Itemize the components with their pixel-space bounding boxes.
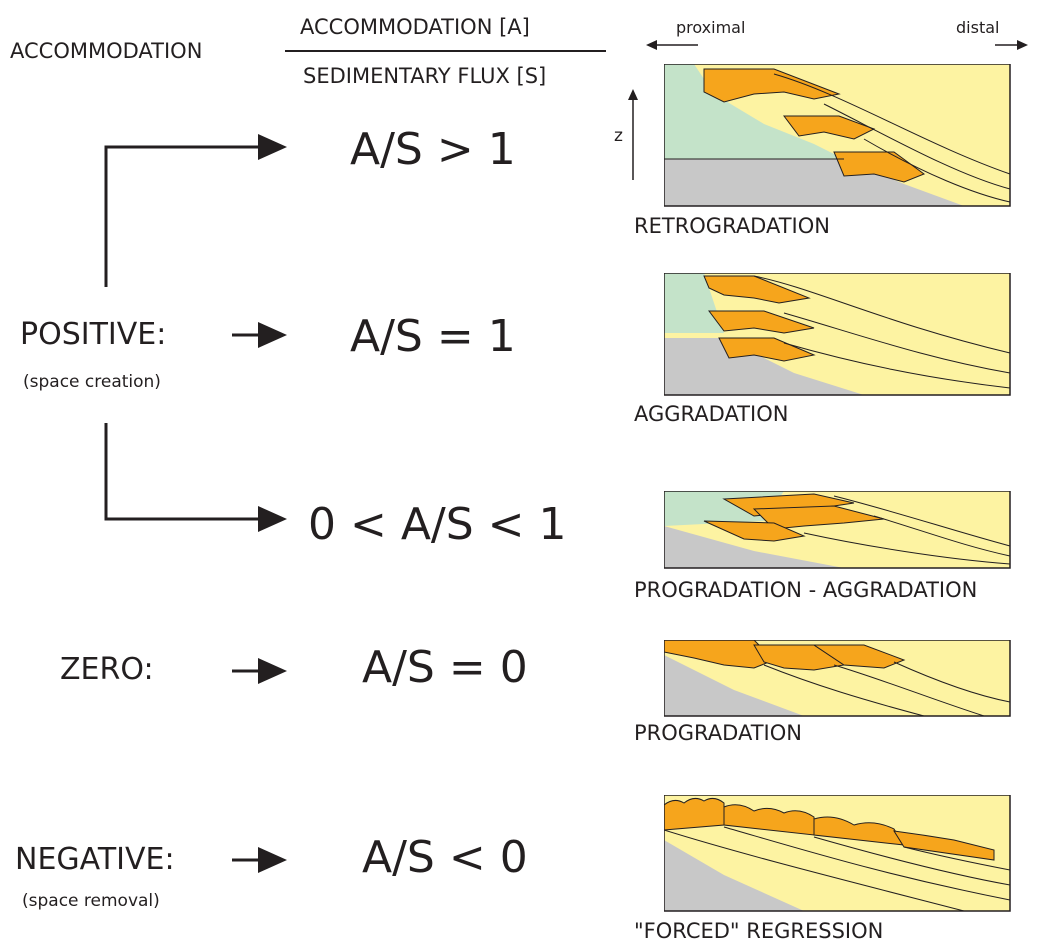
z-axis-label: z: [614, 126, 623, 146]
negative-label: NEGATIVE:: [15, 842, 175, 877]
proximal-label: proximal: [676, 18, 746, 37]
aggradation-diagram: [664, 273, 1011, 396]
forced-regression-diagram: [664, 795, 1011, 912]
positive-label: POSITIVE:: [20, 317, 167, 352]
fraction-denominator: SEDIMENTARY FLUX [S]: [303, 64, 547, 88]
positive-bracket-bottom: [104, 423, 287, 532]
retrogradation-diagram: [664, 64, 1011, 207]
positive-note: (space creation): [23, 372, 161, 392]
ratio-less-than-zero: A/S < 0: [362, 832, 528, 883]
ratio-equal-zero: A/S = 0: [362, 642, 528, 693]
ratio-between-zero-and-one: 0 < A/S < 1: [308, 499, 567, 550]
arrow-zero: [232, 658, 287, 684]
caption-retrogradation: RETROGRADATION: [634, 214, 830, 238]
proximal-arrow: [646, 40, 698, 50]
positive-bracket-top: [104, 134, 287, 287]
fraction-numerator: ACCOMMODATION [A]: [300, 15, 530, 39]
ratio-greater-than-one: A/S > 1: [350, 124, 516, 175]
zero-label: ZERO:: [60, 652, 154, 687]
negative-note: (space removal): [22, 891, 160, 911]
caption-progradation: PROGRADATION: [634, 721, 802, 745]
accommodation-label: ACCOMMODATION: [10, 39, 203, 63]
ratio-equal-one: A/S = 1: [350, 311, 516, 362]
progradation-diagram: [664, 640, 1011, 717]
z-axis-arrow: [628, 89, 638, 180]
caption-aggradation: AGGRADATION: [634, 402, 789, 426]
arrow-negative: [232, 847, 287, 873]
caption-progradation-aggradation: PROGRADATION - AGGRADATION: [634, 578, 978, 602]
progradation-aggradation-diagram: [664, 491, 1011, 569]
distal-arrow: [995, 40, 1028, 50]
caption-forced-regression: "FORCED" REGRESSION: [634, 919, 884, 943]
distal-label: distal: [956, 18, 1000, 37]
arrow-positive: [232, 322, 287, 348]
